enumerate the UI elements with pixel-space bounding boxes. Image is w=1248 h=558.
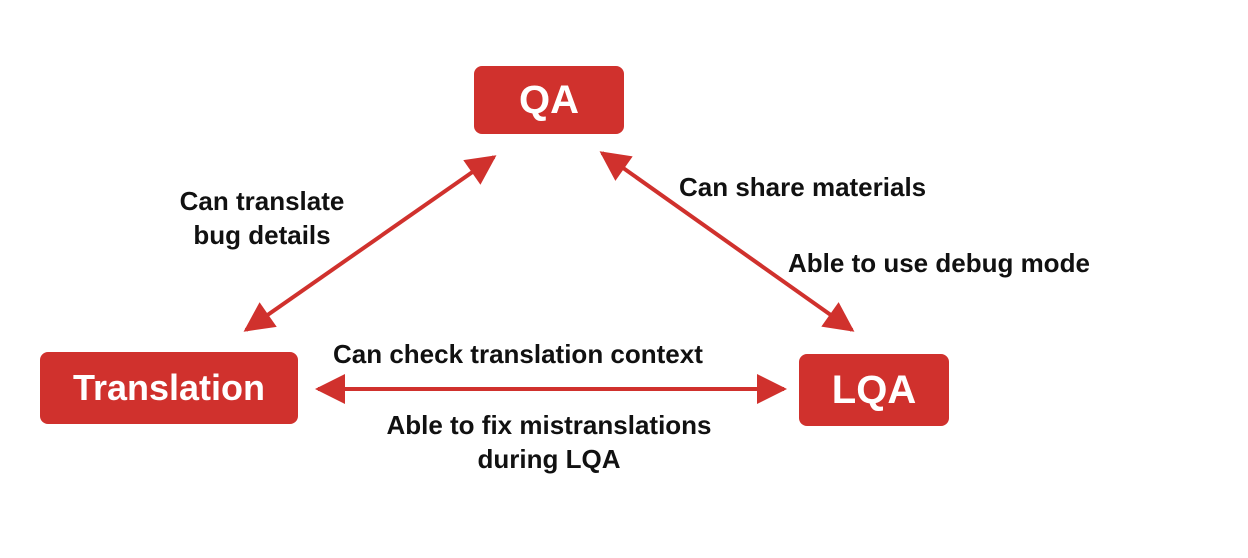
edge-label-fix-mistranslations: Able to fix mistranslations during LQA [340, 408, 758, 476]
node-translation: Translation [40, 352, 298, 424]
edge-label-share-materials: Can share materials [679, 172, 927, 202]
node-qa-label: QA [519, 77, 579, 122]
edge-label-check-context: Can check translation context [333, 339, 703, 369]
edge-label-line: bug details [193, 220, 331, 250]
node-lqa-label: LQA [831, 367, 917, 412]
node-lqa: LQA [799, 354, 949, 426]
arrow-translation-qa [243, 155, 497, 332]
edge-label-line: during LQA [477, 444, 621, 474]
node-qa: QA [474, 66, 624, 134]
arrow-qa-lqa [599, 151, 855, 332]
node-translation-label: Translation [72, 367, 266, 408]
edge-label-debug-mode: Able to use debug mode [788, 248, 1090, 278]
edge-label-translate-bug-details: Can translate bug details [150, 184, 374, 252]
edge-label-line: Can translate [179, 186, 345, 216]
edge-label-line: Able to fix mistranslations [386, 410, 712, 440]
